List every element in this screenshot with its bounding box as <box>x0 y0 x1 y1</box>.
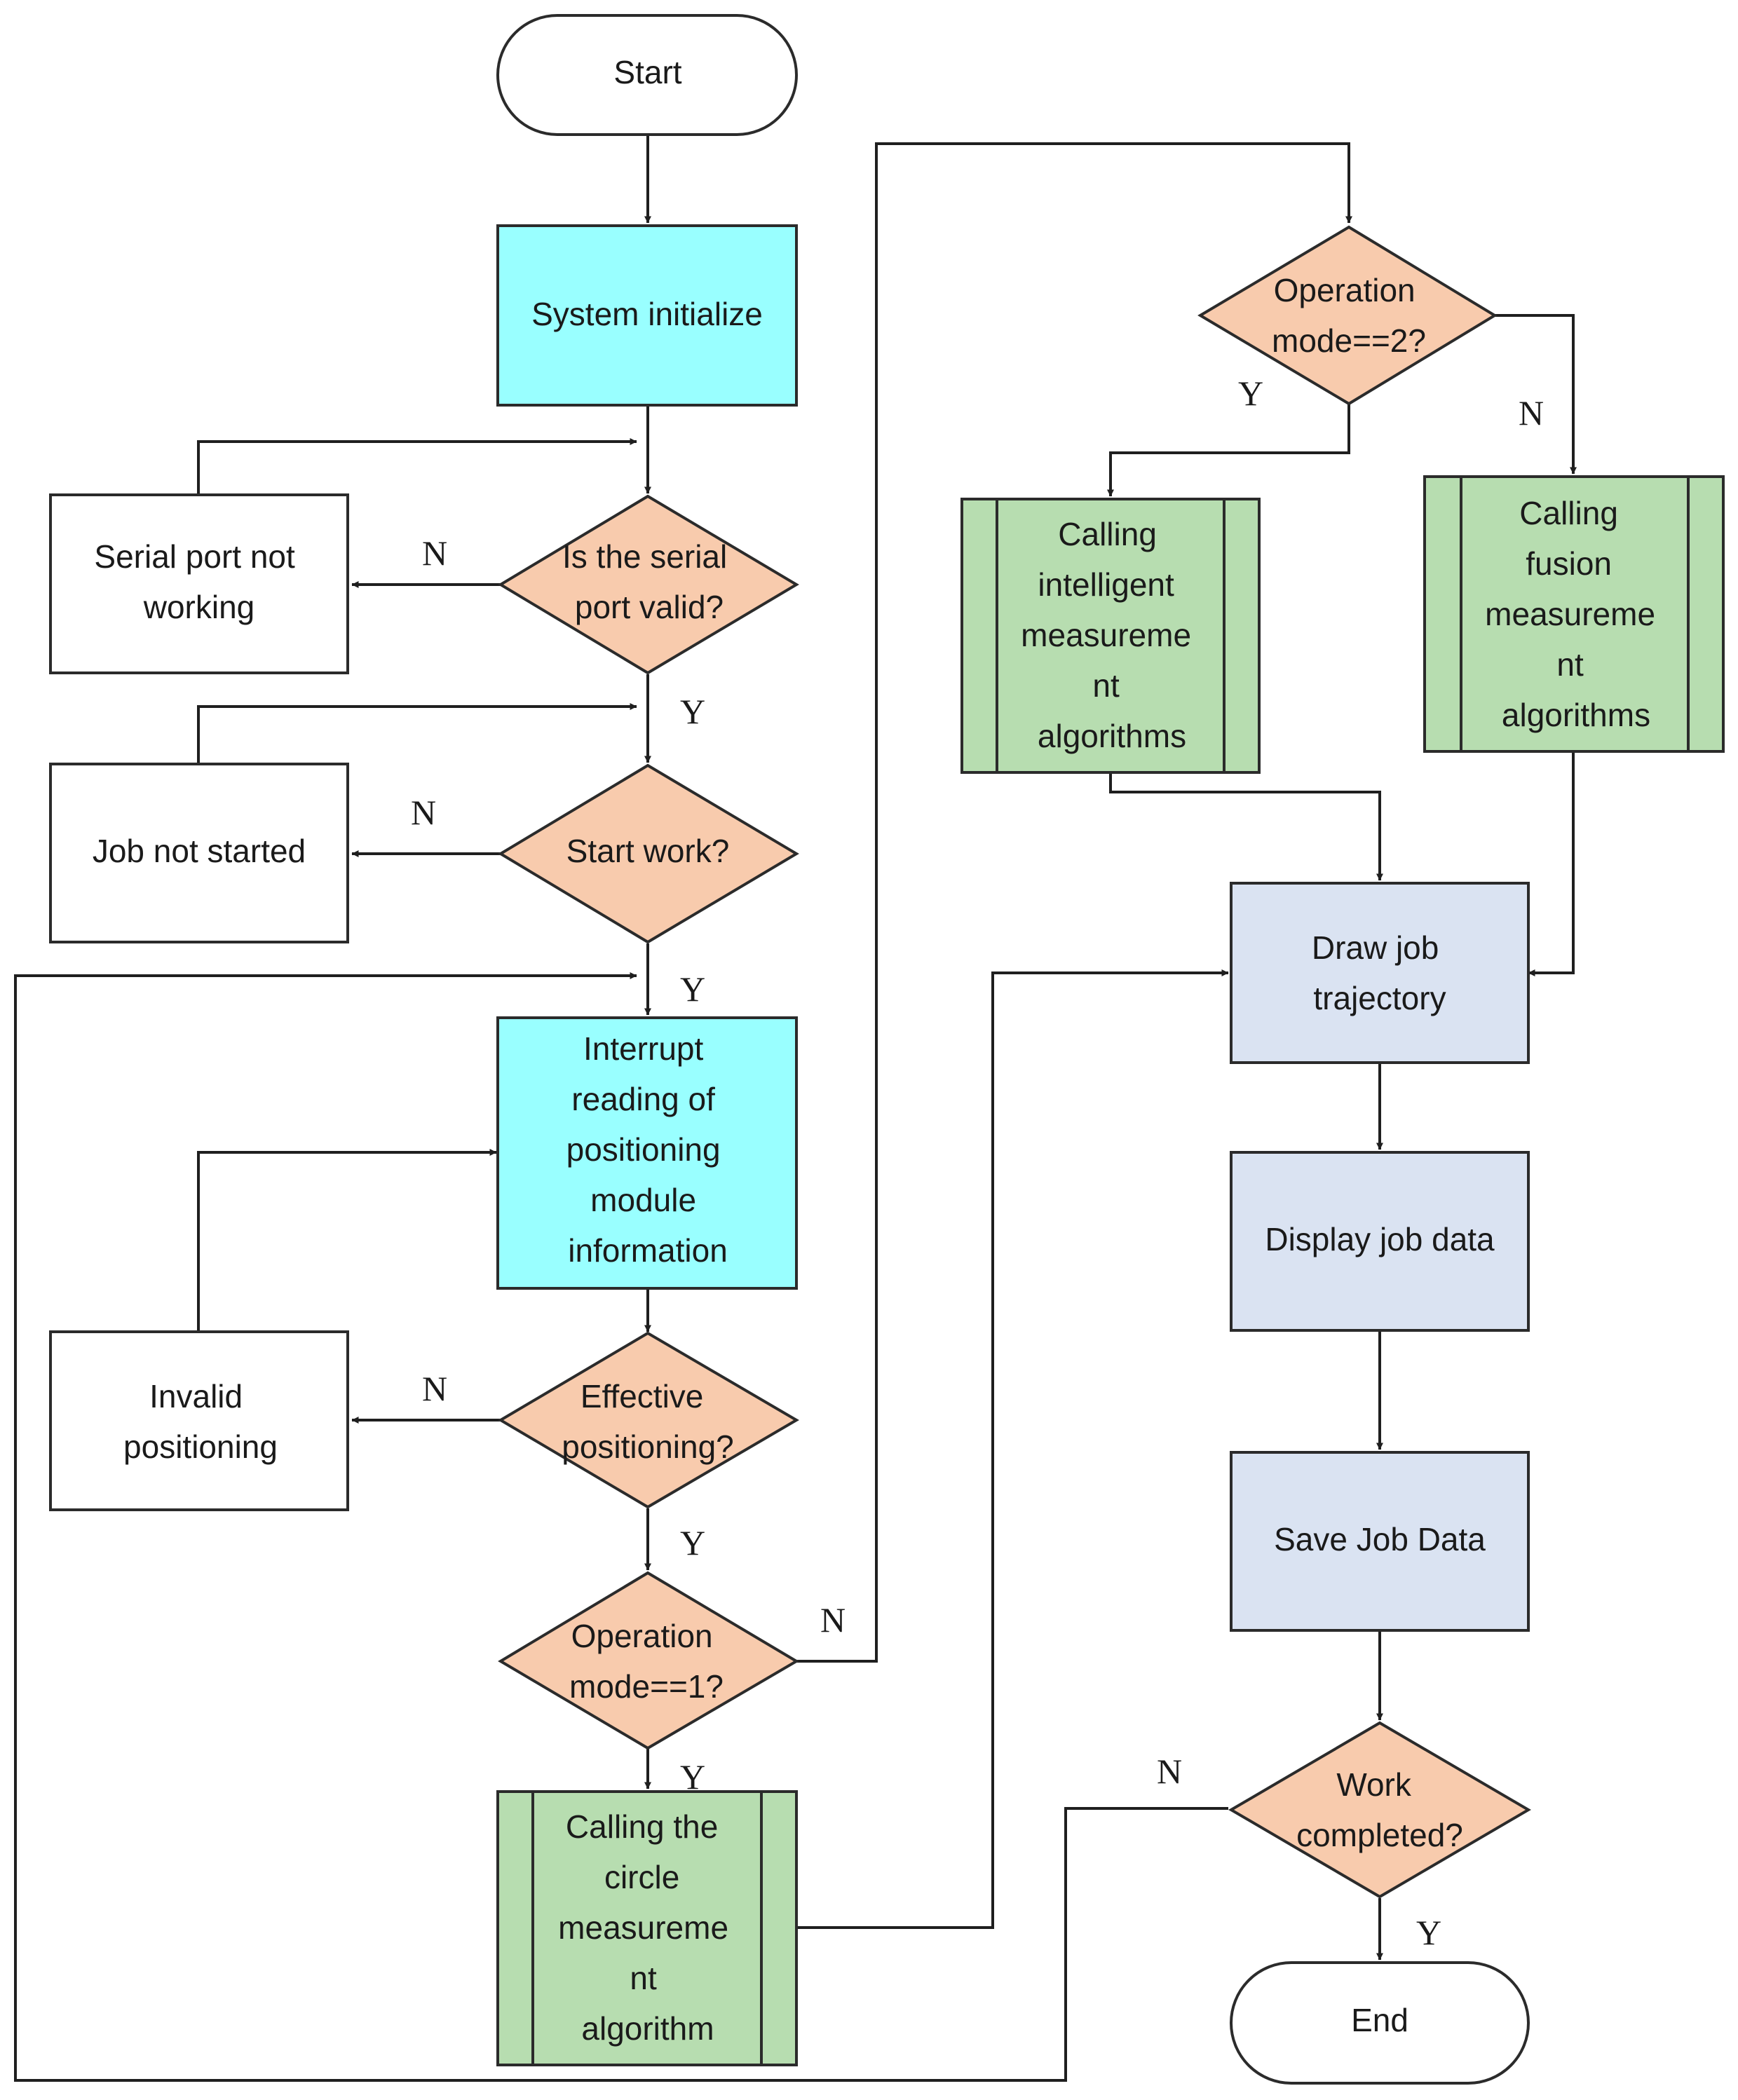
edge-circle-to-draw <box>796 969 1229 1929</box>
interrupt-reading-box: Interrupt reading of positioning module … <box>496 1016 798 1290</box>
label-y-op-mode1: Y <box>680 1757 705 1796</box>
start-work-decision: Start work? <box>498 763 799 944</box>
start-label: Start <box>613 54 681 90</box>
effective-positioning-decision: Effective positioning? <box>498 1331 799 1509</box>
job-not-started-box: Job not started <box>49 763 349 943</box>
system-initialize-label: System initialize <box>531 296 763 332</box>
edge-op-mode2-yes <box>1107 404 1350 497</box>
edge-intelligent-to-draw <box>1109 772 1383 881</box>
draw-job-trajectory-label: Draw job trajectory <box>1312 929 1448 1016</box>
edges <box>14 135 1577 2082</box>
operation-mode-1-label: Operation mode==1? <box>569 1618 724 1705</box>
serial-port-not-working-label: Serial port not working <box>94 538 304 625</box>
label-y-op-mode2: Y <box>1238 374 1263 413</box>
edge-labels: N Y N Y N Y N Y Y N N Y <box>411 374 1544 1952</box>
end-terminal: End <box>1230 1961 1530 2085</box>
intelligent-measurement-label: Calling intelligent measureme nt algorit… <box>1021 516 1200 754</box>
serial-port-valid-decision: Is the serial port valid? <box>498 494 799 675</box>
invalid-positioning-label: Invalid positioning <box>123 1378 278 1465</box>
intelligent-measurement-subprocess: Calling intelligent measureme nt algorit… <box>960 498 1261 774</box>
edge-job-not-started-loop <box>197 703 637 763</box>
label-n-effective: N <box>422 1369 447 1408</box>
fusion-measurement-label: Calling fusion measureme nt algorithms <box>1485 495 1664 733</box>
edge-op-mode2-no <box>1495 314 1577 475</box>
operation-mode-2-label: Operation mode==2? <box>1272 272 1426 359</box>
interrupt-reading-label: Interrupt reading of positioning module … <box>566 1030 730 1269</box>
label-y-work-completed: Y <box>1416 1913 1441 1952</box>
end-label: End <box>1351 2002 1408 2038</box>
label-n-start-work: N <box>411 793 436 832</box>
circle-measurement-label: Calling the circle measureme nt algorith… <box>558 1808 738 2047</box>
effective-positioning-label: Effective positioning? <box>562 1378 734 1465</box>
start-work-label: Start work? <box>566 833 730 869</box>
work-completed-label: Work completed? <box>1296 1766 1463 1853</box>
operation-mode-1-decision: Operation mode==1? <box>498 1571 799 1750</box>
save-job-data-box: Save Job Data <box>1230 1451 1530 1632</box>
display-job-data-label: Display job data <box>1265 1221 1495 1257</box>
system-initialize-box: System initialize <box>496 224 798 407</box>
draw-job-trajectory-box: Draw job trajectory <box>1230 882 1530 1064</box>
edge-serial-not-working-loop <box>197 438 637 493</box>
edge-invalid-loop <box>197 1149 497 1330</box>
edge-op-mode1-no <box>796 142 1352 1663</box>
operation-mode-2-decision: Operation mode==2? <box>1197 225 1498 406</box>
label-n-serial: N <box>422 533 447 573</box>
circle-measurement-subprocess: Calling the circle measureme nt algorith… <box>496 1790 798 2066</box>
job-not-started-label: Job not started <box>93 833 306 869</box>
serial-port-not-working-box: Serial port not working <box>49 493 349 674</box>
fusion-measurement-subprocess: Calling fusion measureme nt algorithms <box>1423 475 1725 753</box>
edge-completed-no-loop <box>14 972 1228 2082</box>
label-y-serial: Y <box>680 692 705 731</box>
start-terminal: Start <box>496 14 798 136</box>
serial-port-valid-label: Is the serial port valid? <box>562 538 736 625</box>
work-completed-decision: Work completed? <box>1228 1721 1531 1899</box>
label-n-op-mode2: N <box>1519 393 1544 432</box>
label-y-effective: Y <box>680 1523 705 1562</box>
label-n-work-completed: N <box>1157 1752 1182 1791</box>
label-y-start-work: Y <box>680 969 705 1009</box>
invalid-positioning-box: Invalid positioning <box>49 1330 349 1511</box>
label-n-op-mode1: N <box>820 1600 846 1639</box>
save-job-data-label: Save Job Data <box>1274 1521 1486 1557</box>
display-job-data-box: Display job data <box>1230 1151 1530 1332</box>
edge-fusion-to-draw <box>1528 751 1575 976</box>
